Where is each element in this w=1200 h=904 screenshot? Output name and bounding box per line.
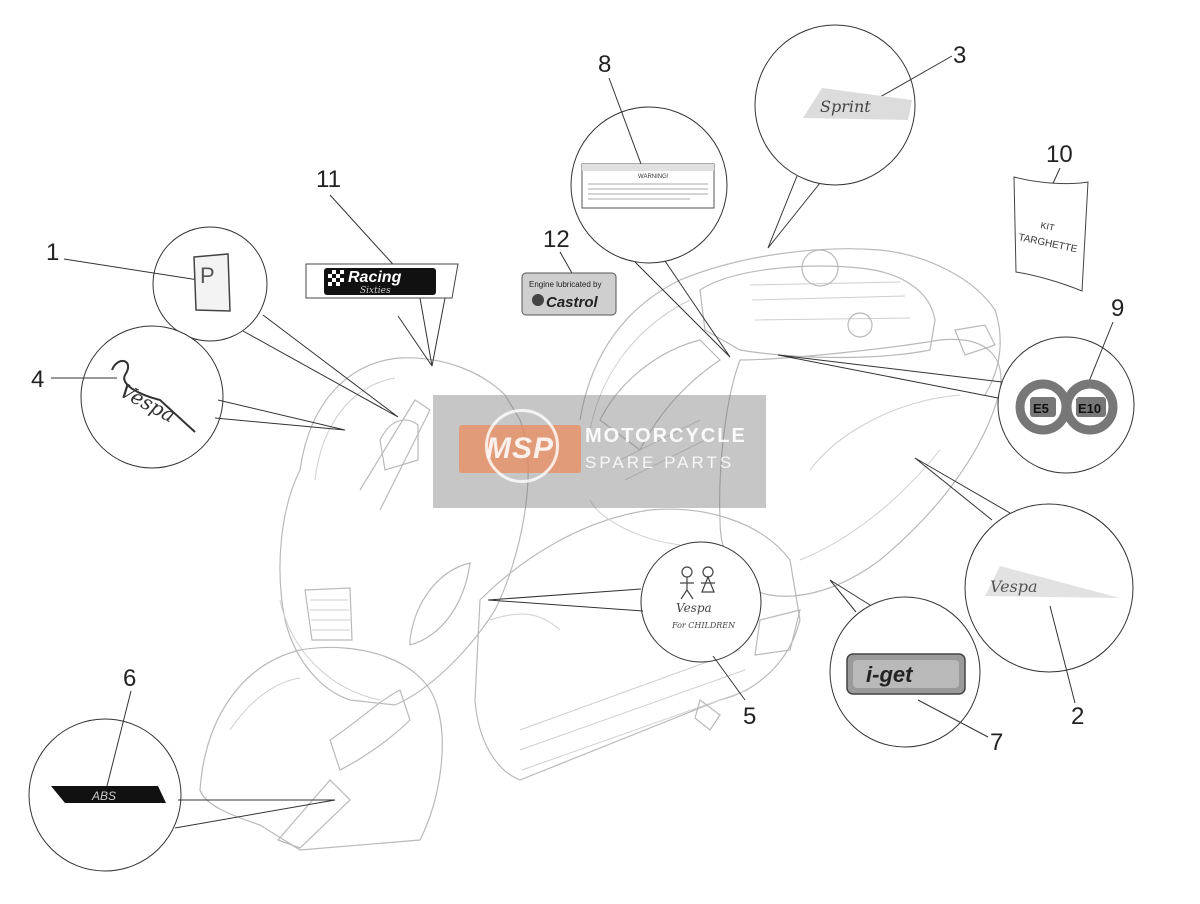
abs-text: ABS [91,789,116,803]
castrol-line1: Engine lubricated by [529,280,602,289]
bubble-tails [174,175,1011,829]
children-brand: Vespa [676,601,712,615]
callout-number-10: 10 [1046,141,1073,168]
warning-label: WARNING! [581,163,715,209]
iget-badge: i-get [846,653,966,695]
callout-number-8: 8 [598,51,611,78]
callout-number-3: 3 [953,42,966,69]
callout-number-2: 2 [1071,703,1084,730]
piaggio-letter: P [200,263,215,288]
e5-text: E5 [1033,401,1049,416]
watermark-title: MOTORCYCLE [585,425,747,447]
children-decal: Vespa For CHILDREN [671,566,736,630]
callout-number-9: 9 [1111,295,1124,322]
iget-text: i-get [866,662,914,687]
callout-number-11: 11 [316,166,341,193]
watermark-subtitle: SPARE PARTS [585,453,735,472]
bubble-5 [640,541,762,663]
e10-text: E10 [1078,401,1101,416]
children-text: For CHILDREN [671,621,736,630]
sprint-decal: Sprint [803,88,912,120]
callout-numbers: 1 2 3 4 5 6 7 8 9 10 11 12 [31,42,1124,756]
castrol-label: Engine lubricated by Castrol [521,272,617,316]
scooter-outline [199,248,1002,851]
racing-text: Racing [348,269,402,286]
vespa-side-text: Vespa [990,577,1038,596]
fuel-label: E5 E10 [1015,379,1118,435]
callout-number-12: 12 [543,226,570,253]
callout-number-1: 1 [46,239,59,266]
vespa-side-decal: Vespa [985,566,1120,598]
racing-sixties-decal: Racing Sixties [305,263,459,299]
callout-number-5: 5 [743,703,756,730]
watermark: MSP MOTORCYCLE SPARE PARTS [433,395,766,508]
callout-number-7: 7 [990,729,1003,756]
castrol-line2: Castrol [546,294,599,311]
kit-line1: KIT [1040,220,1056,233]
callout-number-4: 4 [31,366,44,393]
globe-icon [485,409,559,483]
callout-number-6: 6 [123,665,136,692]
kit-targhette-envelope: KIT TARGHETTE [1013,176,1089,292]
piaggio-badge: P [193,253,231,312]
sprint-text: Sprint [820,97,871,116]
warning-title: WARNING! [638,174,669,180]
abs-decal: ABS [51,786,166,803]
sixties-text: Sixties [360,286,391,296]
